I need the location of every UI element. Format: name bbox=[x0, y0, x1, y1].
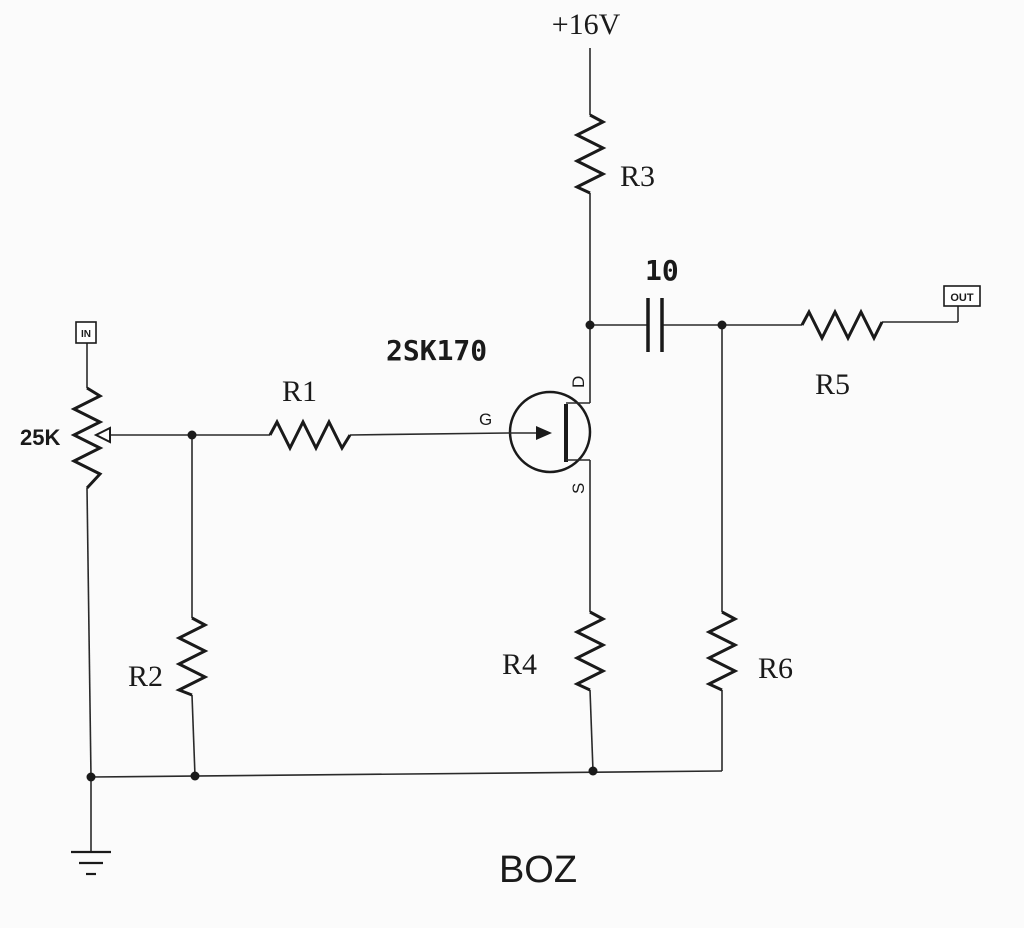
source-label: S bbox=[569, 483, 588, 494]
input-jack-box bbox=[75, 321, 97, 344]
jfet-2sk170 bbox=[508, 390, 592, 474]
r1-label: R1 bbox=[282, 375, 317, 408]
output-jack-box bbox=[943, 285, 981, 307]
junction-ground-r2 bbox=[190, 771, 200, 781]
caption: BOZ bbox=[499, 849, 577, 891]
junction-wiper bbox=[187, 430, 197, 440]
junction-ground-r4 bbox=[588, 766, 598, 776]
wires bbox=[86, 48, 959, 852]
resistor-r3 bbox=[573, 113, 607, 195]
junction-dots bbox=[86, 320, 727, 782]
resistor-r2 bbox=[175, 616, 209, 697]
resistor-r4 bbox=[573, 610, 607, 692]
resistor-r5 bbox=[800, 308, 884, 342]
drain-label: D bbox=[569, 376, 588, 388]
potentiometer-25k bbox=[70, 386, 111, 490]
resistor-r1 bbox=[268, 418, 352, 452]
resistor-r6 bbox=[705, 610, 739, 692]
r4-label: R4 bbox=[502, 648, 537, 681]
r3-label: R3 bbox=[620, 160, 655, 193]
output-jack-label: OUT bbox=[950, 292, 974, 304]
jfet-part-label: 2SK170 bbox=[386, 334, 487, 367]
gate-label: G bbox=[479, 410, 492, 429]
junction-drain bbox=[585, 320, 595, 330]
r6-label: R6 bbox=[758, 652, 793, 685]
capacitor-label: 10 bbox=[645, 254, 679, 287]
input-jack-label: IN bbox=[81, 329, 91, 340]
supply-label: +16V bbox=[552, 8, 621, 41]
pot-label: 25K bbox=[20, 425, 60, 450]
r2-label: R2 bbox=[128, 660, 163, 693]
ground-icon bbox=[71, 850, 111, 876]
junction-output bbox=[717, 320, 727, 330]
capacitor-10 bbox=[646, 298, 664, 352]
junction-ground-left bbox=[86, 772, 96, 782]
r5-label: R5 bbox=[815, 368, 850, 401]
